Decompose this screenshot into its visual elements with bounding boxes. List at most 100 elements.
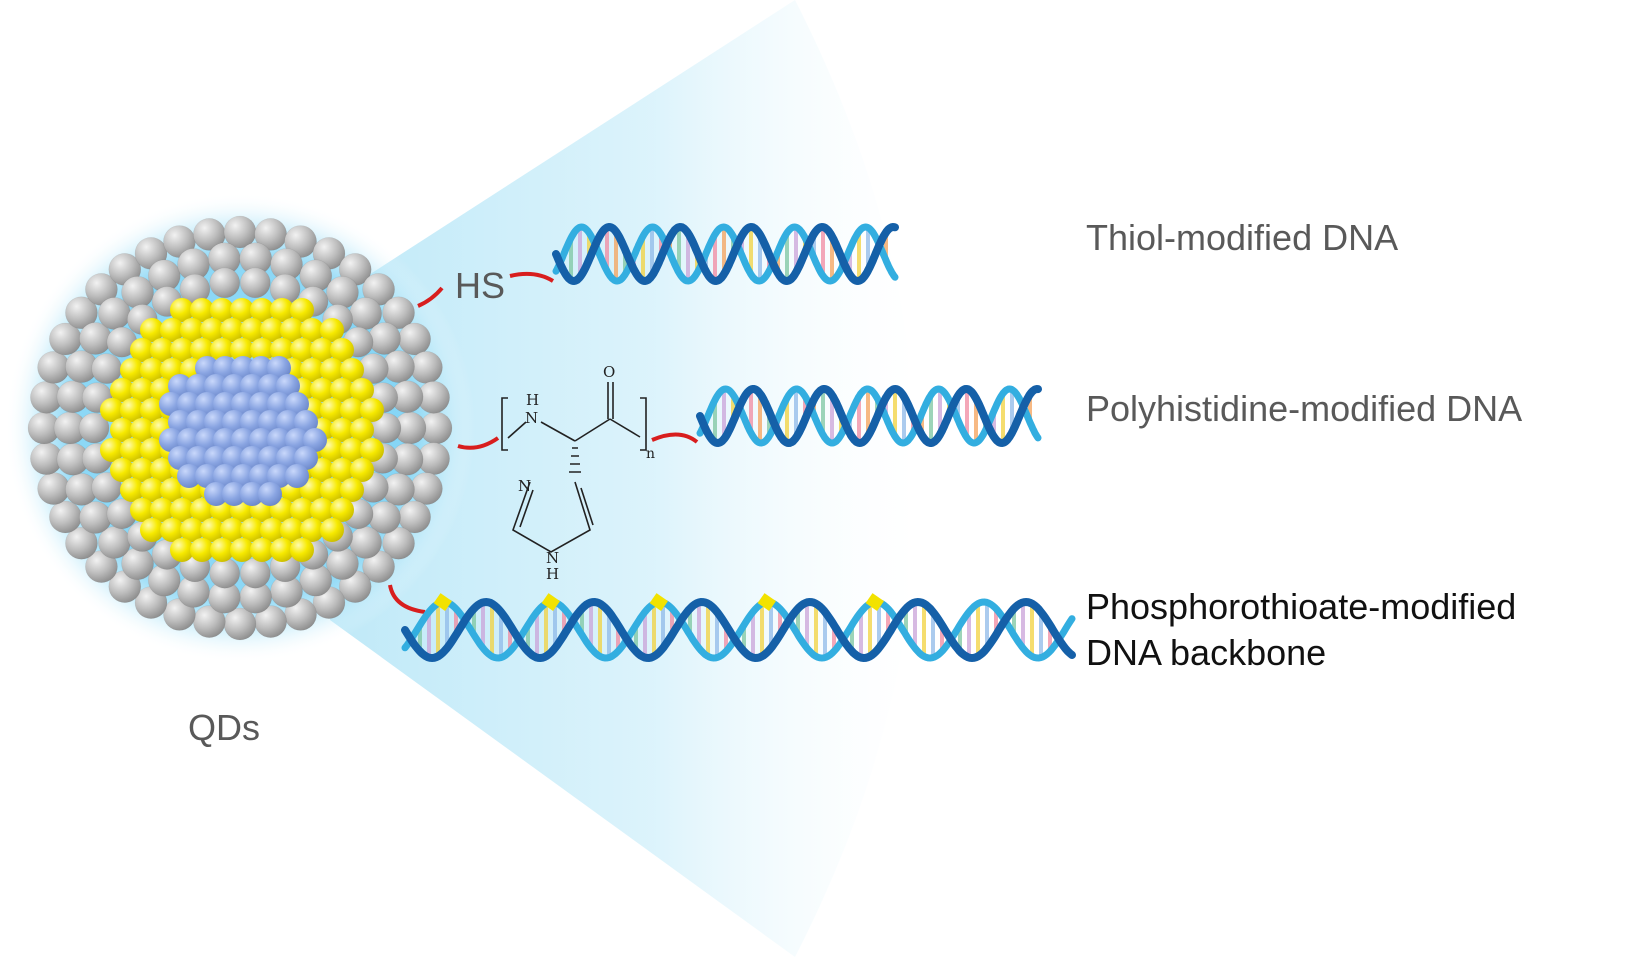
qd-middle-shell-atom [270, 538, 294, 562]
qd-middle-shell-atom [310, 498, 334, 522]
quantum-dot-sphere-icon [5, 193, 475, 663]
qd-middle-shell-atom [120, 358, 144, 382]
qd-middle-shell-atom [110, 378, 134, 402]
qd-core-atom [294, 446, 318, 470]
qd-core-atom [186, 374, 210, 398]
qd-core-atom [222, 374, 246, 398]
qd-middle-shell-atom [140, 398, 164, 422]
qd-middle-shell-atom [120, 438, 144, 462]
qd-middle-shell-atom [140, 318, 164, 342]
qd-middle-shell-atom [170, 338, 194, 362]
qd-core-atom [258, 482, 282, 506]
qd-shell-atom [65, 526, 98, 560]
qd-middle-shell-atom [280, 318, 304, 342]
qd-middle-shell-atom [330, 338, 354, 362]
qd-shell-atom [410, 351, 443, 384]
qd-core-atom [213, 392, 237, 416]
qd-spheres [27, 215, 453, 641]
qd-shell-atom [382, 526, 415, 560]
qd-middle-shell-atom [270, 338, 294, 362]
qd-middle-shell-atom [210, 538, 234, 562]
qd-middle-shell-atom [250, 298, 274, 322]
qd-core-atom [303, 428, 327, 452]
qd-core-atom [231, 356, 255, 380]
qd-core-atom [213, 464, 237, 488]
qd-middle-shell-atom [350, 378, 374, 402]
qd-middle-shell-atom [200, 318, 224, 342]
qd-core-atom [204, 446, 228, 470]
qd-core-atom [249, 464, 273, 488]
thiol-group-text: HS [455, 265, 505, 306]
qd-middle-shell-atom [350, 418, 374, 442]
qd-core-atom [177, 464, 201, 488]
qd-middle-shell-atom [230, 298, 254, 322]
qd-middle-shell-atom [160, 518, 184, 542]
qd-shell-atom [37, 472, 70, 505]
qd-middle-shell-atom [190, 298, 214, 322]
qd-core-atom [204, 482, 228, 506]
qd-shell-atom [79, 501, 112, 534]
qd-middle-shell-atom [330, 458, 354, 482]
phosphorothioate-mark [433, 593, 452, 611]
qd-middle-shell-atom [310, 338, 334, 362]
atom-o-carbonyl: O [603, 363, 615, 381]
qd-middle-shell-atom [120, 478, 144, 502]
qd-middle-shell-atom [100, 398, 124, 422]
qd-middle-shell-atom [320, 398, 344, 422]
qd-middle-shell-atom [330, 418, 354, 442]
qd-middle-shell-atom [140, 358, 164, 382]
qd-middle-shell-atom [330, 378, 354, 402]
qd-middle-shell-atom [120, 398, 144, 422]
atom-n-ring-lower: N [546, 549, 559, 567]
qd-middle-shell-atom [290, 498, 314, 522]
phosphorothioate-label-line-2: DNA backbone [1086, 632, 1327, 673]
dna-double-helix-icon [401, 593, 1076, 663]
qd-core-atom [204, 374, 228, 398]
qd-middle-shell-atom [140, 438, 164, 462]
qd-core-atom [258, 410, 282, 434]
qd-shell-atom [398, 322, 431, 356]
qd-middle-shell-atom [220, 518, 244, 542]
polyhistidine-dna-linker [651, 432, 699, 444]
qd-core-atom [195, 356, 219, 380]
qd-middle-shell-atom [180, 518, 204, 542]
qd-middle-shell-atom [340, 398, 364, 422]
qd-shell-atom [209, 557, 241, 589]
qd-middle-shell-atom [110, 418, 134, 442]
qd-core-atom [231, 428, 255, 452]
qd-core-atom [159, 392, 183, 416]
qd-core-atom [276, 410, 300, 434]
qd-middle-shell-atom [180, 318, 204, 342]
atom-h-top: H [526, 391, 539, 409]
qd-shell-atom [410, 472, 443, 505]
qd-middle-shell-atom [230, 338, 254, 362]
dna-strand-light [401, 598, 1076, 662]
qd-core-atom [222, 482, 246, 506]
qd-middle-shell-atom [280, 518, 304, 542]
qd-middle-shell-atom [300, 358, 324, 382]
qd-core-atom [168, 374, 192, 398]
qd-shell-atom [37, 351, 70, 384]
qd-middle-shell-atom [130, 418, 154, 442]
qd-middle-shell-atom [340, 438, 364, 462]
qd-core-atom [240, 410, 264, 434]
qd-middle-shell-atom [290, 298, 314, 322]
atom-h-ring: H [546, 565, 559, 583]
qd-middle-shell-atom [250, 538, 274, 562]
qd-middle-shell-atom [340, 358, 364, 382]
qd-middle-shell-atom [340, 478, 364, 502]
qd-middle-shell-atom [130, 498, 154, 522]
qd-middle-shell-atom [170, 498, 194, 522]
qd-middle-shell-atom [240, 318, 264, 342]
qd-core-atom [213, 428, 237, 452]
dna-strand-dark [552, 222, 899, 286]
qd-middle-shell-atom [320, 318, 344, 342]
dna-strand-dark [401, 597, 1076, 663]
qd-core-atom [267, 428, 291, 452]
qd-core-atom [276, 374, 300, 398]
qd-core-atom [276, 446, 300, 470]
qd-middle-shell-atom [150, 498, 174, 522]
qd-shell-atom [326, 547, 359, 580]
qd-core-atom [168, 446, 192, 470]
